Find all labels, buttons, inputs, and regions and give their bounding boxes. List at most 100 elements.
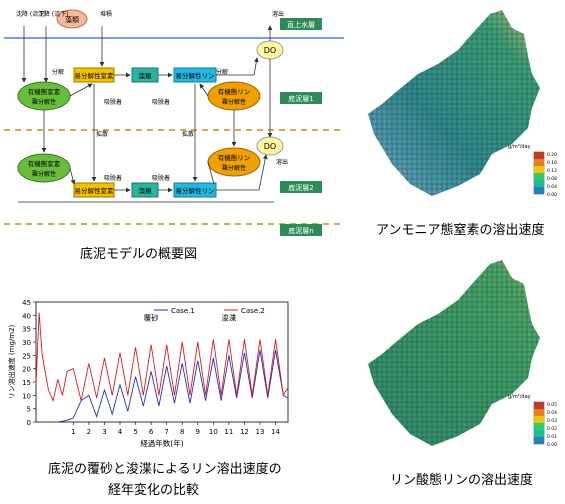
x-tick-label: 13 bbox=[256, 428, 265, 436]
svg-text:易分解性窒素: 易分解性窒素 bbox=[75, 186, 115, 195]
svg-text:有機態窒素: 有機態窒素 bbox=[28, 87, 61, 96]
colorbar-swatch bbox=[534, 180, 544, 187]
annotation-sand-cap: 覆砂 bbox=[144, 313, 159, 323]
annotation-dredge: 浚渫 bbox=[221, 313, 236, 323]
svg-text:底泥層2: 底泥層2 bbox=[288, 183, 313, 192]
x-tick-label: 12 bbox=[240, 428, 249, 436]
do-label-2: DO bbox=[264, 142, 276, 151]
svg-text:有機態リン: 有機態リン bbox=[218, 87, 251, 96]
svg-text:拡散: 拡散 bbox=[96, 130, 108, 138]
plot-frame bbox=[35, 301, 289, 423]
svg-text:藻類: 藻類 bbox=[139, 186, 153, 195]
svg-text:吸脱着: 吸脱着 bbox=[104, 98, 122, 106]
colorbar-swatch bbox=[534, 166, 544, 173]
x-tick-label: 1 bbox=[71, 428, 75, 436]
series-line-2 bbox=[35, 312, 289, 403]
release-top-label: 溶出 bbox=[272, 10, 284, 18]
colorbar-swatch bbox=[534, 187, 544, 194]
svg-text:難分解性: 難分解性 bbox=[222, 98, 246, 106]
colorbar-tick: 0.03 bbox=[547, 418, 557, 424]
x-tick-label: 11 bbox=[224, 428, 233, 436]
x-tick-label: 4 bbox=[118, 428, 123, 436]
colorbar-tick: 0.20 bbox=[547, 152, 557, 158]
map1-unit: g/m²/day bbox=[508, 144, 531, 150]
svg-text:吸脱着: 吸脱着 bbox=[152, 98, 170, 106]
legend-label: Case.1 bbox=[171, 307, 195, 315]
x-tick-label: 7 bbox=[164, 428, 168, 436]
colorbar-swatch bbox=[534, 423, 544, 430]
y-tick-label: 10 bbox=[22, 392, 31, 400]
map1-caption: アンモニア態窒素の溶出速度 bbox=[376, 223, 545, 238]
legend-label: Case.2 bbox=[241, 307, 265, 315]
x-tick-label: 5 bbox=[133, 428, 137, 436]
algae-cloud bbox=[56, 9, 88, 29]
svg-text:易分解性リン: 易分解性リン bbox=[176, 186, 215, 195]
map2-unit: g/m²/day bbox=[508, 394, 531, 400]
chart-caption-line1: 底泥の覆砂と浚渫によるリン溶出速度の bbox=[48, 462, 282, 477]
svg-text:分解: 分解 bbox=[52, 68, 64, 76]
layer2-box bbox=[280, 181, 322, 193]
y-axis-label: リン溶出速度 (mg/m2) bbox=[7, 324, 16, 399]
svg-text:吸脱着: 吸脱着 bbox=[104, 174, 122, 182]
colorbar-swatch bbox=[534, 159, 544, 166]
colorbar-swatch bbox=[534, 430, 544, 437]
layern-box bbox=[280, 224, 322, 236]
colorbar-tick: 0.12 bbox=[547, 168, 557, 174]
deposit-label: 堆積 bbox=[100, 10, 112, 18]
svg-text:有機態リン: 有機態リン bbox=[218, 153, 251, 162]
y-tick-label: 40 bbox=[22, 312, 31, 320]
colorbar-tick: 0.02 bbox=[547, 426, 557, 432]
series-line-1 bbox=[57, 349, 289, 423]
x-tick-label: 14 bbox=[271, 428, 280, 436]
svg-text:易分解性窒素: 易分解性窒素 bbox=[75, 71, 115, 80]
x-axis-label: 経過年数(年) bbox=[140, 438, 183, 448]
svg-text:難分解性: 難分解性 bbox=[32, 170, 56, 178]
svg-text:難分解性: 難分解性 bbox=[32, 98, 56, 106]
colorbar-tick: 0.00 bbox=[547, 442, 557, 448]
y-tick-label: 5 bbox=[27, 406, 31, 414]
y-tick-label: 25 bbox=[22, 352, 31, 360]
svg-text:藻類: 藻類 bbox=[139, 71, 153, 80]
sediment-model-diagram: 藻類 沈降 (流下) 沈降 (流下) 堆積 溶出 直上水層 底泥層1 底泥層2 … bbox=[4, 9, 344, 236]
colorbar-swatch bbox=[534, 416, 544, 423]
chart-caption-line2: 経年変化の比較 bbox=[108, 483, 200, 498]
y-tick-label: 30 bbox=[22, 339, 31, 347]
colorbar-tick: 0.16 bbox=[547, 160, 557, 166]
y-tick-label: 0 bbox=[27, 419, 31, 427]
colorbar-tick: 0.08 bbox=[547, 176, 557, 182]
x-tick-label: 9 bbox=[196, 428, 200, 436]
colorbar-swatch bbox=[534, 409, 544, 416]
svg-text:易分解性リン: 易分解性リン bbox=[176, 71, 215, 80]
svg-text:底泥層n: 底泥層n bbox=[288, 226, 313, 235]
svg-text:有機態窒素: 有機態窒素 bbox=[28, 159, 61, 168]
map2-caption: リン酸態リンの溶出速度 bbox=[390, 473, 534, 488]
colorbar-swatch bbox=[534, 152, 544, 159]
diagram-caption: 底泥モデルの概要図 bbox=[80, 247, 198, 262]
svg-text:難分解性: 難分解性 bbox=[222, 164, 246, 172]
y-tick-label: 35 bbox=[22, 326, 31, 334]
y-tick-label: 15 bbox=[22, 379, 31, 387]
colorbar-tick: 0.01 bbox=[547, 434, 557, 440]
water-layer-box bbox=[280, 18, 322, 30]
sink-label-1: 沈降 (流下) bbox=[16, 10, 47, 18]
diagram-arrows bbox=[18, 25, 274, 203]
colorbar-swatch bbox=[534, 173, 544, 180]
y-tick-label: 45 bbox=[22, 299, 31, 307]
layer1-box bbox=[280, 92, 322, 104]
x-tick-label: 6 bbox=[149, 428, 154, 436]
sink-label-2: 沈降 (流下) bbox=[38, 10, 69, 18]
svg-text:吸脱着: 吸脱着 bbox=[152, 174, 170, 182]
colorbar-swatch bbox=[534, 437, 544, 444]
x-tick-label: 3 bbox=[102, 428, 106, 436]
svg-text:底泥層1: 底泥層1 bbox=[288, 94, 313, 103]
svg-text:藻類: 藻類 bbox=[65, 15, 79, 24]
phosphate-release-map: g/m²/day 0.050.040.030.020.010.00 bbox=[368, 260, 557, 448]
ammonia-release-map: g/m²/day 0.200.160.120.080.040.00 bbox=[368, 10, 557, 198]
x-tick-label: 8 bbox=[180, 428, 184, 436]
svg-text:溶出: 溶出 bbox=[276, 158, 288, 166]
colorbar-tick: 0.05 bbox=[547, 402, 557, 408]
y-tick-label: 20 bbox=[22, 366, 31, 374]
colorbar-tick: 0.04 bbox=[547, 184, 557, 190]
svg-text:分解: 分解 bbox=[216, 68, 228, 76]
